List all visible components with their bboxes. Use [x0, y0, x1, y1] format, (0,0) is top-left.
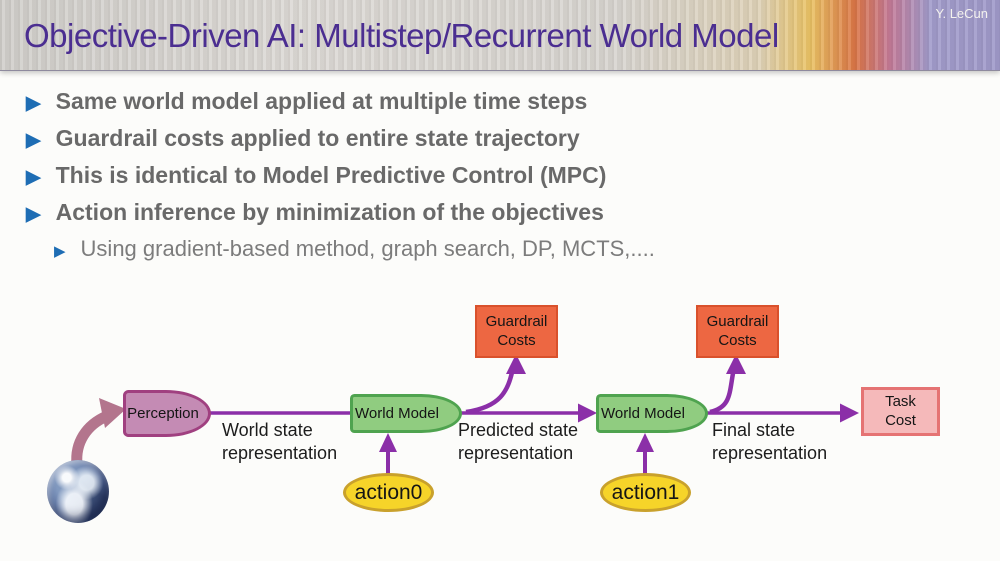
- final-state-label-line2: representation: [712, 443, 828, 464]
- predicted-state-arrowhead: [578, 403, 597, 423]
- bullet-item: Action inference by minimization of the …: [26, 199, 655, 226]
- slide-header: Objective-Driven AI: Multistep/Recurrent…: [0, 0, 1000, 71]
- guardrail-costs-2-node: Guardrail Costs: [696, 305, 779, 358]
- task-cost-line1: Task: [885, 392, 916, 410]
- world-model-2-label: World Model: [601, 405, 685, 422]
- bullet-item: This is identical to Model Predictive Co…: [26, 162, 655, 189]
- bullet-item: Guardrail costs applied to entire state …: [26, 125, 655, 152]
- action0-node: action0: [343, 473, 434, 512]
- action0-label: action0: [354, 480, 423, 504]
- earth-to-perception-arrow: [71, 410, 110, 465]
- final-state-label-line1: Final state: [712, 420, 796, 440]
- final-state-arrowhead: [840, 403, 859, 423]
- bullet-text: Guardrail costs applied to entire state …: [55, 125, 580, 151]
- world-model-1-node: World Model: [350, 394, 462, 433]
- perception-node: Perception: [123, 390, 211, 437]
- guardrail-costs-1-line1: Guardrail: [485, 312, 548, 330]
- guardrail-costs-1-node: Guardrail Costs: [475, 305, 558, 358]
- world-state-label: World state representation: [222, 419, 337, 466]
- perception-label: Perception: [127, 405, 199, 422]
- predicted-state-label-line2: representation: [458, 443, 574, 464]
- guardrail-costs-1-line2: Costs: [497, 331, 536, 349]
- action1-node: action1: [600, 473, 691, 512]
- action0-arrowhead: [379, 433, 397, 452]
- bullet-text: Action inference by minimization of the …: [55, 199, 604, 225]
- slide-title: Objective-Driven AI: Multistep/Recurrent…: [24, 17, 779, 54]
- guardrail-2-arrow: [709, 367, 737, 415]
- world-state-label-line1: World state: [222, 420, 313, 440]
- guardrail-costs-2-line1: Guardrail: [706, 312, 769, 330]
- bullet-list: Same world model applied at multiple tim…: [26, 88, 655, 272]
- final-state-label: Final state representation: [712, 419, 827, 466]
- guardrail-1-arrow: [465, 367, 516, 415]
- sub-bullet-item: Using gradient-based method, graph searc…: [54, 236, 655, 262]
- guardrail-costs-2-line2: Costs: [718, 331, 757, 349]
- task-cost-line2: Cost: [885, 411, 916, 429]
- action1-label: action1: [611, 480, 680, 504]
- sub-bullet-text: Using gradient-based method, graph searc…: [80, 236, 655, 261]
- bullet-item: Same world model applied at multiple tim…: [26, 88, 655, 115]
- bullet-text: This is identical to Model Predictive Co…: [55, 162, 607, 188]
- world-model-2-node: World Model: [596, 394, 708, 433]
- bullet-text: Same world model applied at multiple tim…: [55, 88, 588, 114]
- world-state-label-line2: representation: [222, 443, 338, 464]
- world-model-1-label: World Model: [355, 405, 439, 422]
- predicted-state-label-line1: Predicted state: [458, 420, 579, 440]
- action1-arrowhead: [636, 433, 654, 452]
- earth-to-perception-arrowhead: [99, 398, 126, 428]
- task-cost-node: Task Cost: [861, 387, 940, 436]
- author-credit: Y. LeCun: [935, 6, 988, 21]
- earth-icon: [47, 460, 109, 523]
- predicted-state-label: Predicted state representation: [458, 419, 578, 466]
